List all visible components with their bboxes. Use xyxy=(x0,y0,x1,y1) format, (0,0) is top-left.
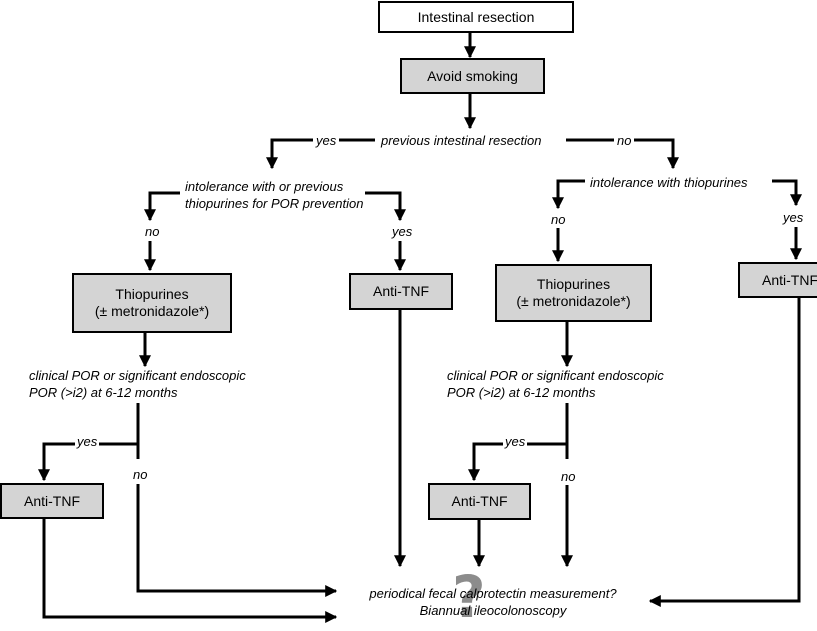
clinical-por-right-label: clinical POR or significant endoscopic P… xyxy=(447,367,664,401)
no-label-right-intolerance: no xyxy=(549,211,568,228)
yes-label-left-clinical: yes xyxy=(75,433,100,450)
thiopurines-right-box: Thiopurines (± metronidazole*) xyxy=(495,264,652,322)
yes-label-decision: yes xyxy=(313,132,340,149)
arrow-decision-no xyxy=(566,138,679,170)
arrow-left-intolerance-no xyxy=(144,191,180,222)
anti-tnf-right-label: Anti-TNF xyxy=(762,271,817,288)
avoid-smoking-box: Avoid smoking xyxy=(400,58,545,94)
anti-tnf-mid-box: Anti-TNF xyxy=(349,273,453,310)
thiopurines-right-line1: Thiopurines xyxy=(536,276,611,292)
intolerance-left-line1: intolerance with or previous xyxy=(185,179,344,194)
no-label-decision: no xyxy=(614,132,635,149)
anti-tnf-mid-label: Anti-TNF xyxy=(373,283,429,299)
no-label-left-clinical: no xyxy=(131,466,150,483)
no-label-left-intolerance: no xyxy=(143,223,162,240)
arrow-left-clinical-no xyxy=(136,484,338,597)
anti-tnf-bottom-right-label: Anti-TNF xyxy=(451,493,508,509)
thiopurines-left-box: Thiopurines (± metronidazole*) xyxy=(72,273,232,333)
no-label-right-clinical: no xyxy=(559,468,578,485)
intolerance-left-line2: thiopurines for POR prevention xyxy=(185,196,364,211)
previous-resection-label: previous intestinal resection xyxy=(378,132,545,149)
arrow-left-clinical-yes xyxy=(38,442,138,482)
arrow-right-intolerance-yes xyxy=(772,179,802,207)
arrow-bottom-left-antitnf-to-outcome xyxy=(42,519,338,623)
anti-tnf-right-box: Anti-TNF xyxy=(738,262,817,298)
intolerance-left-label: intolerance with or previous thiopurines… xyxy=(185,178,363,212)
outcome-label: periodical fecal calprotectin measuremen… xyxy=(340,585,646,619)
arrow-right-antitnf-to-outcome xyxy=(648,298,801,607)
intolerance-right-label: intolerance with thiopurines xyxy=(588,174,750,191)
intestinal-resection-label: Intestinal resection xyxy=(417,8,535,25)
arrow-decision-yes xyxy=(266,138,375,170)
thiopurines-right-line2: (± metronidazole*) xyxy=(516,293,631,309)
clinical-por-left-line2: POR (>i2) at 6-12 months xyxy=(29,385,178,400)
yes-label-left-intolerance: yes xyxy=(390,223,415,240)
thiopurines-left-line1: Thiopurines xyxy=(115,286,189,302)
anti-tnf-bottom-left-label: Anti-TNF xyxy=(24,492,80,509)
anti-tnf-bottom-left-box: Anti-TNF xyxy=(0,483,104,519)
clinical-por-left-label: clinical POR or significant endoscopic P… xyxy=(29,367,246,401)
arrow-left-intolerance-yes xyxy=(365,191,406,222)
outcome-line2: Biannual ileocolonoscopy xyxy=(419,603,567,618)
yes-label-right-intolerance: yes xyxy=(781,209,806,226)
clinical-por-right-line2: POR (>i2) at 6-12 months xyxy=(447,385,596,400)
avoid-smoking-label: Avoid smoking xyxy=(427,67,518,84)
clinical-por-left-line1: clinical POR or significant endoscopic xyxy=(29,368,246,383)
arrow-right-clinical-yes xyxy=(468,442,567,482)
thiopurines-left-line2: (± metronidazole*) xyxy=(94,303,210,319)
clinical-por-right-line1: clinical POR or significant endoscopic xyxy=(447,368,664,383)
outcome-line1: periodical fecal calprotectin measuremen… xyxy=(369,586,617,601)
arrow-right-intolerance-no xyxy=(552,179,585,210)
question-mark-graphic: ? xyxy=(452,563,486,631)
anti-tnf-bottom-right-box: Anti-TNF xyxy=(428,483,531,520)
intestinal-resection-box: Intestinal resection xyxy=(378,1,574,33)
yes-label-right-clinical: yes xyxy=(503,433,528,450)
